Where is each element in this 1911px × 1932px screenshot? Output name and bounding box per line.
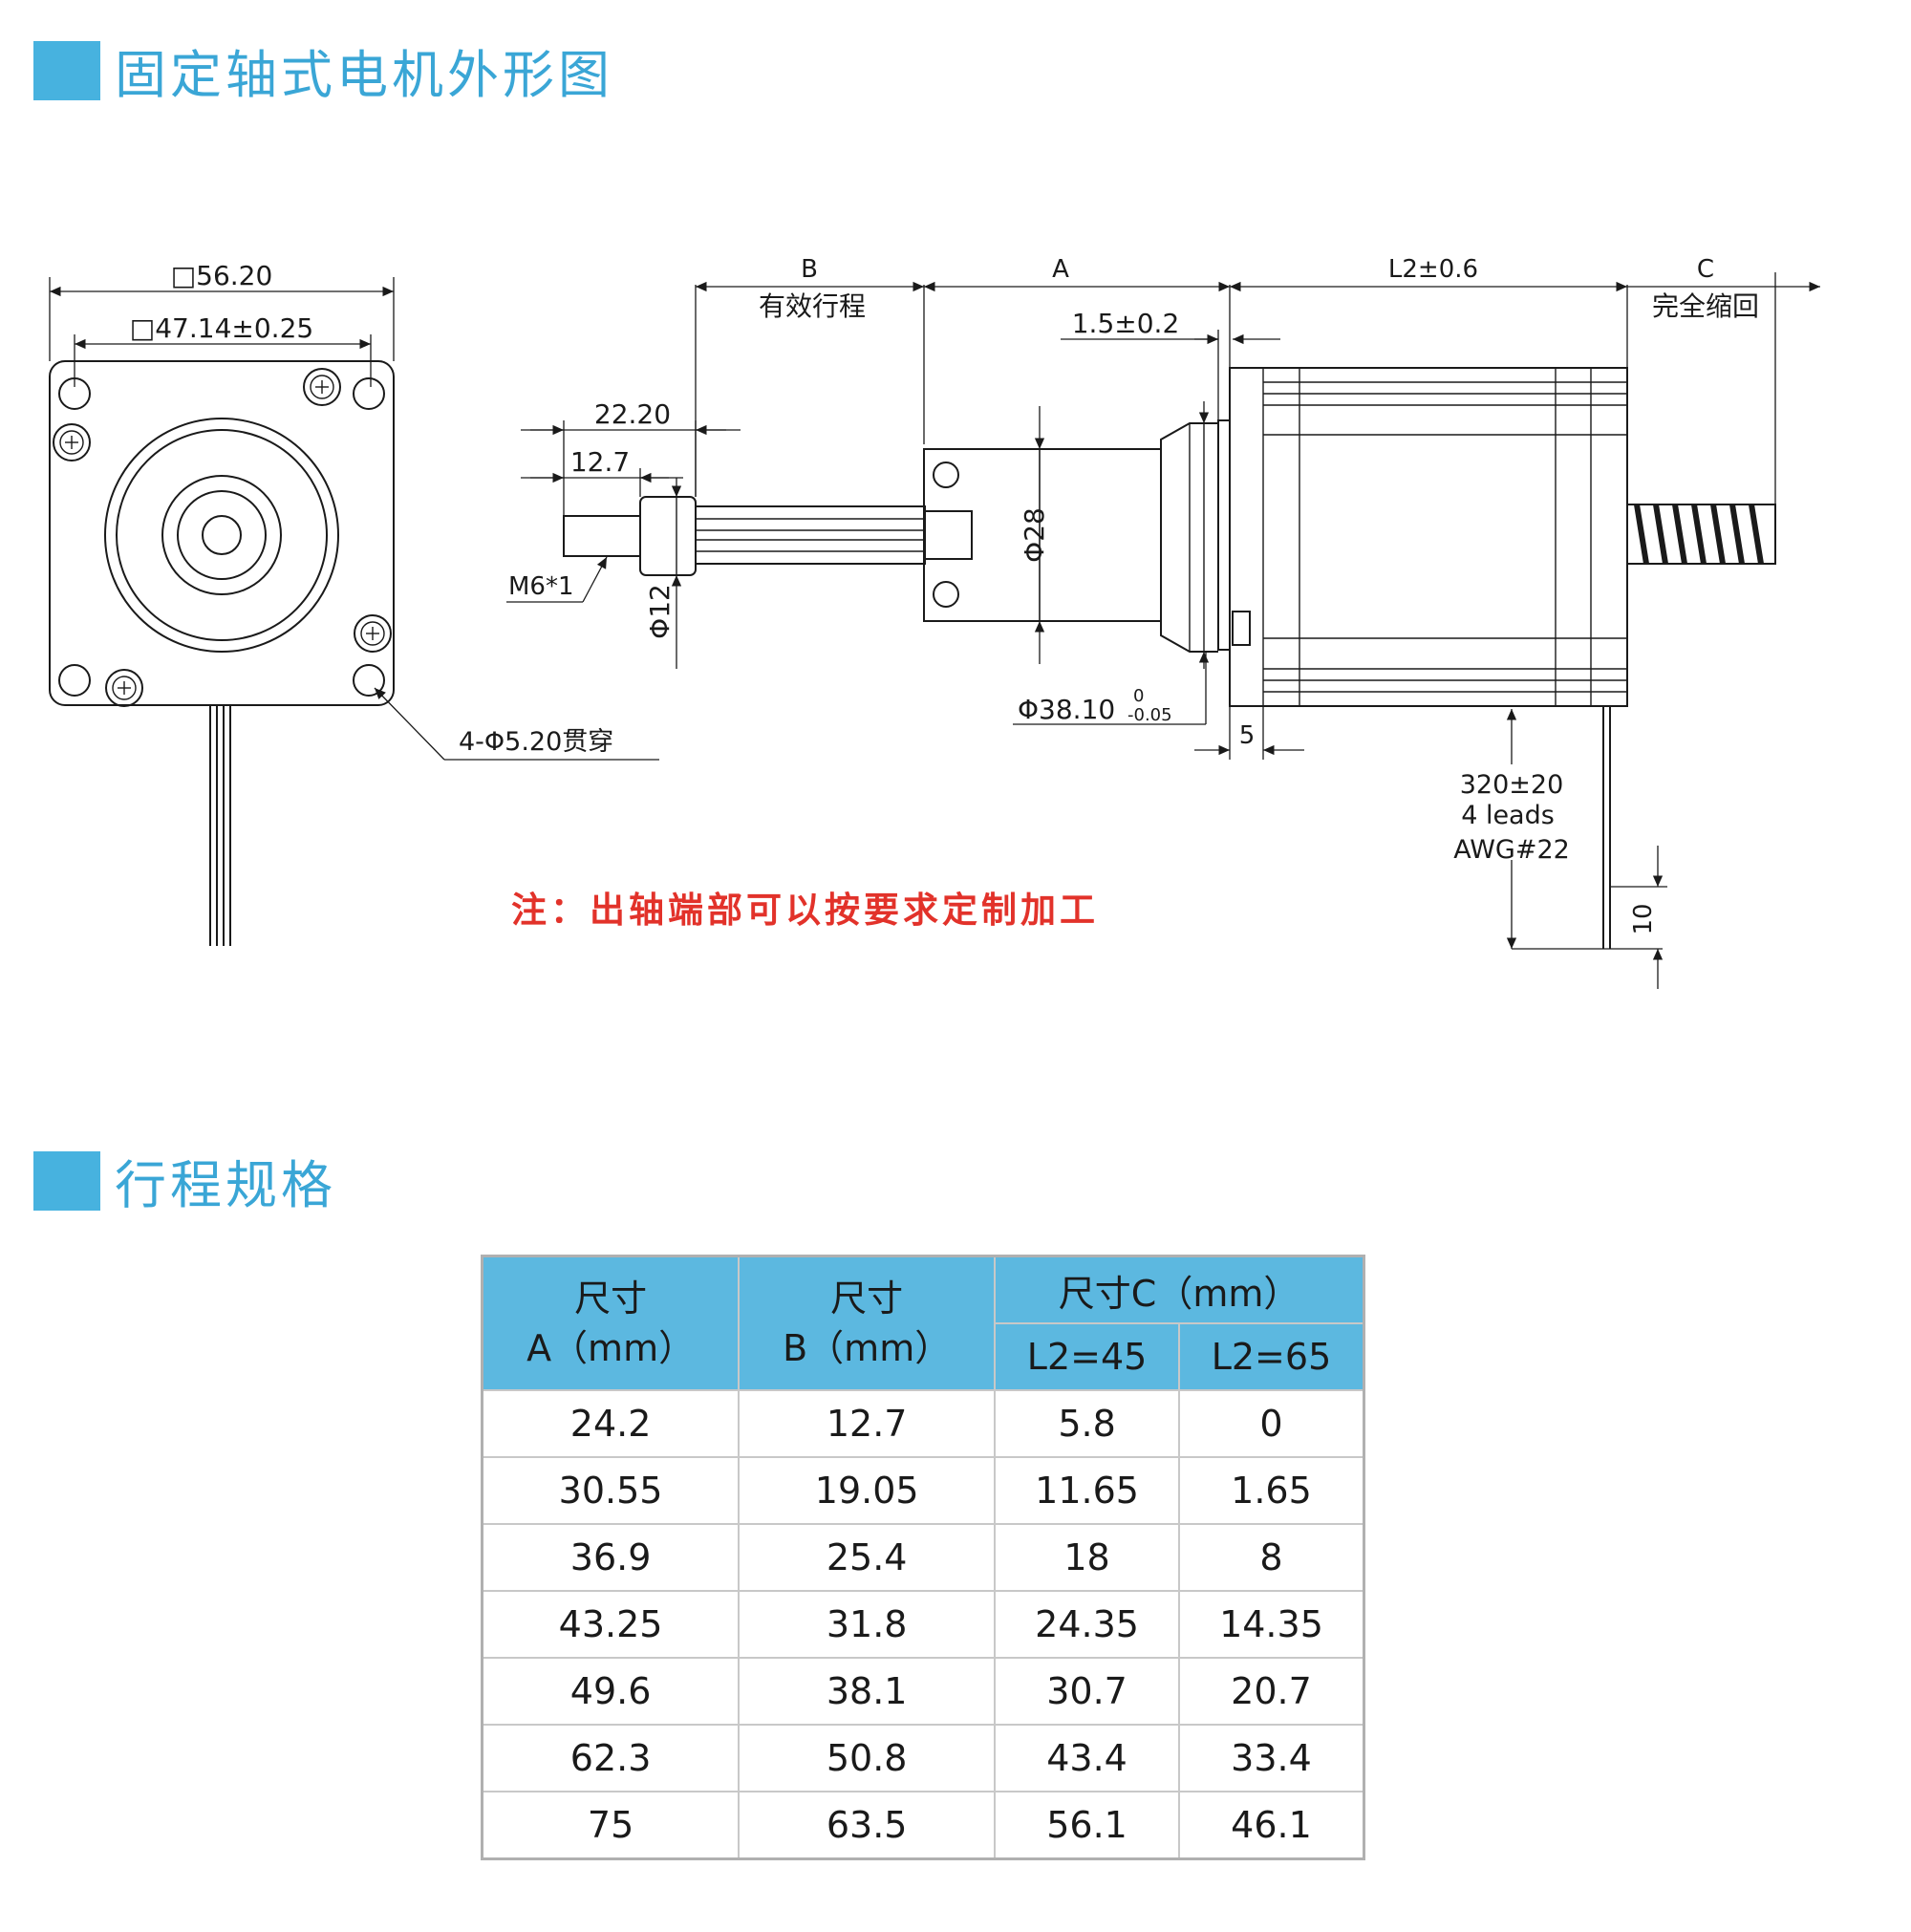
header-l2-65: L2=65 — [1177, 1322, 1365, 1391]
awg-label: AWG#22 — [1453, 835, 1570, 865]
cell-b: 50.8 — [738, 1724, 997, 1792]
dia-12: Φ12 — [644, 584, 676, 639]
cell-c45: 43.4 — [994, 1724, 1180, 1792]
cell-c65: 8 — [1177, 1523, 1365, 1592]
screw-icon — [53, 423, 91, 462]
cell-c65: 0 — [1177, 1389, 1365, 1458]
cell-b: 63.5 — [738, 1791, 997, 1860]
cell-b: 38.1 — [738, 1657, 997, 1726]
table-row: 62.3 50.8 43.4 33.4 — [481, 1724, 1365, 1792]
cell-b: 19.05 — [738, 1456, 997, 1525]
table-row: 30.55 19.05 11.65 1.65 — [481, 1456, 1365, 1525]
cell-c45: 56.1 — [994, 1791, 1180, 1860]
dim-12-7: 12.7 — [570, 446, 630, 478]
leads-count: 4 leads — [1461, 801, 1555, 830]
cell-a: 36.9 — [481, 1523, 741, 1592]
cell-b: 25.4 — [738, 1523, 997, 1592]
table-row: 43.25 31.8 24.35 14.35 — [481, 1590, 1365, 1659]
dim-a: A — [1052, 255, 1069, 284]
cell-a: 62.3 — [481, 1724, 741, 1792]
heading-marker — [33, 1150, 100, 1211]
dim-c: C — [1697, 255, 1714, 284]
thread-label: M6*1 — [508, 572, 574, 601]
screw-icon — [354, 614, 392, 653]
dim-l2: L2±0.6 — [1388, 255, 1478, 284]
table-row: 49.6 38.1 30.7 20.7 — [481, 1657, 1365, 1726]
cell-c45: 24.35 — [994, 1590, 1180, 1659]
dim-5: 5 — [1239, 721, 1256, 750]
cell-b: 31.8 — [738, 1590, 997, 1659]
section-heading-outline: 固定轴式电机外形图 — [33, 32, 613, 108]
header-size-a: 尺寸 A（mm） — [481, 1255, 741, 1391]
dim-outer: □56.20 — [171, 260, 273, 291]
cell-c65: 20.7 — [1177, 1657, 1365, 1726]
section-heading-stroke-spec: 行程规格 — [33, 1143, 336, 1218]
section-title: 行程规格 — [115, 1155, 336, 1215]
dim-inner: □47.14±0.25 — [130, 312, 313, 344]
heading-marker — [33, 40, 100, 100]
cell-c65: 14.35 — [1177, 1590, 1365, 1659]
screw-icon — [303, 368, 341, 406]
header-l2-45: L2=45 — [994, 1322, 1180, 1391]
cell-c45: 30.7 — [994, 1657, 1180, 1726]
cell-b: 12.7 — [738, 1389, 997, 1458]
header-size-c: 尺寸C（mm） — [994, 1255, 1365, 1324]
front-view: □56.20 □47.14±0.25 — [49, 260, 659, 946]
dia-38: Φ38.10 — [1018, 694, 1115, 725]
cell-a: 43.25 — [481, 1590, 741, 1659]
cell-c65: 33.4 — [1177, 1724, 1365, 1792]
dim-1-5: 1.5±0.2 — [1072, 308, 1180, 339]
header-size-b: 尺寸 B（mm） — [738, 1255, 997, 1391]
cell-c45: 18 — [994, 1523, 1180, 1592]
dim-22-20: 22.20 — [594, 398, 671, 430]
cell-a: 24.2 — [481, 1389, 741, 1458]
motor-outline-drawing: □56.20 □47.14±0.25 — [49, 255, 1820, 989]
dia-38-tol-lower: -0.05 — [1127, 705, 1172, 725]
dim-c-label: 完全缩回 — [1652, 290, 1759, 322]
dia-38-tol-upper: 0 — [1133, 686, 1144, 706]
screw-icon — [105, 669, 143, 707]
customization-note: 注：出轴端部可以按要求定制加工 — [511, 890, 1099, 931]
hole-label: 4-Φ5.20贯穿 — [459, 727, 613, 757]
dia-28: Φ28 — [1019, 507, 1050, 563]
dim-b: B — [801, 255, 818, 284]
cell-a: 49.6 — [481, 1657, 741, 1726]
cell-a: 75 — [481, 1791, 741, 1860]
section-title: 固定轴式电机外形图 — [115, 45, 613, 105]
table-row: 24.2 12.7 5.8 0 — [481, 1389, 1365, 1458]
dim-b-label: 有效行程 — [759, 290, 866, 322]
cell-a: 30.55 — [481, 1456, 741, 1525]
cell-c45: 11.65 — [994, 1456, 1180, 1525]
side-view: B 有效行程 A L2±0.6 C 完全缩回 1.5±0.2 — [506, 255, 1820, 989]
lead-length: 320±20 — [1460, 770, 1564, 800]
table-row: 75 63.5 56.1 46.1 — [481, 1791, 1365, 1860]
cell-c65: 46.1 — [1177, 1791, 1365, 1860]
cell-c45: 5.8 — [994, 1389, 1180, 1458]
stroke-spec-table: 尺寸 A（mm） 尺寸 B（mm） 尺寸C（mm） L2=45 L2=65 24… — [481, 1255, 1365, 1860]
dim-10: 10 — [1629, 903, 1658, 934]
lead-screw — [1626, 504, 1776, 565]
cell-c65: 1.65 — [1177, 1456, 1365, 1525]
table-row: 36.9 25.4 18 8 — [481, 1523, 1365, 1592]
